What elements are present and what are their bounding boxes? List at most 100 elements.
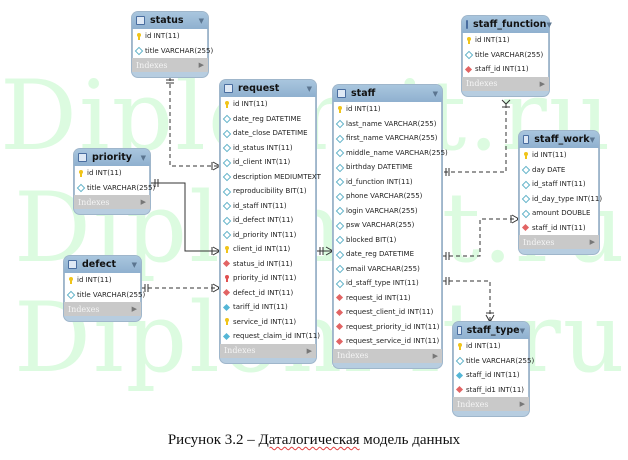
expand-triangle-icon[interactable]: ▶	[589, 238, 595, 246]
column-row[interactable]: client_id INT(11)	[221, 242, 315, 257]
column-row[interactable]: id INT(11)	[334, 102, 441, 117]
expand-triangle-icon[interactable]: ▶	[306, 346, 312, 355]
expand-triangle-icon[interactable]: ▶	[140, 198, 146, 206]
table-header[interactable]: defect▼	[64, 256, 141, 273]
column-row[interactable]: middle_name VARCHAR(255)	[334, 146, 448, 161]
column-row[interactable]: title VARCHAR(255)	[133, 44, 213, 59]
table-header[interactable]: status▼	[132, 12, 208, 29]
expand-triangle-icon[interactable]: ▶	[539, 79, 545, 88]
column-row[interactable]: blocked BIT(1)	[334, 233, 441, 248]
column-row[interactable]: date_close DATETIME	[221, 126, 315, 141]
column-row[interactable]: id INT(11)	[454, 339, 528, 354]
indexes-section[interactable]: Indexes▶	[333, 348, 442, 363]
column-row[interactable]: id INT(11)	[221, 97, 315, 112]
table-status[interactable]: status▼ id INT(11) title VARCHAR(255)Index…	[132, 12, 213, 77]
column-row[interactable]: last_name VARCHAR(255)	[334, 117, 441, 132]
column-list: id INT(11)title VARCHAR(255)staff_id INT…	[462, 33, 549, 77]
foreign-key-diamond-icon	[337, 309, 343, 316]
column-row[interactable]: date_reg DATETIME	[334, 247, 441, 262]
column-row[interactable]: id_staff_type INT(11)	[334, 276, 441, 291]
column-row[interactable]: id INT(11)	[133, 29, 207, 44]
column-label: id INT(11)	[145, 32, 180, 41]
indexes-section[interactable]: Indexes▶	[74, 195, 150, 209]
column-row[interactable]: title VARCHAR(255)	[65, 288, 145, 303]
table-header[interactable]: staff_type▼	[453, 322, 529, 339]
column-row[interactable]: request_client_id INT(11)	[334, 305, 441, 320]
column-row[interactable]: id_day_type INT(11)	[520, 192, 602, 207]
column-row[interactable]: login VARCHAR(255)	[334, 204, 441, 219]
column-row[interactable]: title VARCHAR(255)	[454, 354, 534, 369]
table-staff[interactable]: staff▼id INT(11)last_name VARCHAR(255)fi…	[333, 85, 448, 368]
column-row[interactable]: id INT(11)	[520, 148, 598, 163]
indexes-section[interactable]: Indexes▶	[220, 343, 316, 358]
collapse-triangle-icon[interactable]: ▼	[546, 20, 552, 29]
expand-triangle-icon[interactable]: ▶	[131, 305, 137, 313]
column-row[interactable]: id INT(11)	[463, 33, 548, 48]
column-row[interactable]: phone VARCHAR(255)	[334, 189, 441, 204]
table-header[interactable]: priority▼	[74, 149, 150, 166]
column-label: title VARCHAR(255)	[466, 356, 535, 365]
column-row[interactable]: staff_id1 INT(11)	[454, 383, 528, 398]
collapse-triangle-icon[interactable]: ▼	[589, 135, 595, 144]
table-priority[interactable]: priority▼id INT(11)title VARCHAR(255)Ind…	[74, 149, 155, 214]
column-row[interactable]: id_defect INT(11)	[221, 213, 315, 228]
table-header[interactable]: request▼	[220, 80, 316, 97]
column-row[interactable]: first_name VARCHAR(255)	[334, 131, 441, 146]
primary-key-icon	[68, 276, 74, 284]
table-header[interactable]: staff_function▼	[462, 16, 552, 33]
collapse-triangle-icon[interactable]: ▼	[306, 84, 312, 93]
column-row[interactable]: id_staff INT(11)	[221, 199, 315, 214]
column-row[interactable]: description MEDIUMTEXT	[221, 170, 321, 185]
column-row[interactable]: id INT(11)	[65, 273, 140, 288]
collapse-triangle-icon[interactable]: ▼	[131, 260, 137, 269]
column-row[interactable]: staff_id INT(11)	[454, 368, 528, 383]
indexes-section[interactable]: Indexes▶	[462, 76, 549, 91]
column-row[interactable]: tariff_id INT(11)	[221, 300, 315, 315]
table-defect[interactable]: defect▼id INT(11)title VARCHAR(255)Index…	[64, 256, 145, 321]
column-row[interactable]: amount DOUBLE	[520, 206, 598, 221]
column-row[interactable]: request_service_id INT(11)	[334, 334, 441, 349]
table-header[interactable]: staff▼	[333, 85, 442, 102]
column-row[interactable]: email VARCHAR(255)	[334, 262, 441, 277]
column-row[interactable]: id INT(11)	[75, 166, 149, 181]
column-row[interactable]: request_priority_id INT(11)	[334, 320, 441, 335]
column-row[interactable]: id_status INT(11)	[221, 141, 315, 156]
collapse-triangle-icon[interactable]: ▼	[519, 326, 525, 335]
table-staff-function[interactable]: staff_function▼id INT(11)title VARCHAR(2…	[462, 16, 552, 96]
column-row[interactable]: staff_id INT(11)	[463, 62, 548, 77]
column-row[interactable]: service_id INT(11)	[221, 315, 315, 330]
column-row[interactable]: psw VARCHAR(255)	[334, 218, 441, 233]
collapse-triangle-icon[interactable]: ▼	[198, 16, 204, 25]
column-row[interactable]: status_id INT(11)	[221, 257, 315, 272]
expand-triangle-icon[interactable]: ▶	[519, 400, 525, 408]
column-row[interactable]: request_claim_id INT(11)	[221, 329, 320, 344]
column-row[interactable]: title VARCHAR(255)	[75, 181, 155, 196]
column-row[interactable]: id_client INT(11)	[221, 155, 315, 170]
column-row[interactable]: title VARCHAR(255)	[463, 48, 548, 63]
column-row[interactable]: id_function INT(11)	[334, 175, 441, 190]
column-row[interactable]: staff_id INT(11)	[520, 221, 598, 236]
indexes-section[interactable]: Indexes▶	[519, 235, 599, 249]
table-header[interactable]: staff_work▼	[519, 131, 599, 148]
table-staff-type[interactable]: staff_type▼id INT(11) title VARCHAR(255) s…	[453, 322, 534, 416]
column-row[interactable]: reproducibility BIT(1)	[221, 184, 315, 199]
collapse-triangle-icon[interactable]: ▼	[140, 153, 146, 162]
column-row[interactable]: defect_id INT(11)	[221, 286, 315, 301]
column-row[interactable]: priority_id INT(11)	[221, 271, 315, 286]
indexes-section[interactable]: Indexes▶	[132, 58, 208, 72]
expand-triangle-icon[interactable]: ▶	[432, 351, 438, 360]
column-row[interactable]: day DATE	[520, 163, 598, 178]
primary-key-icon	[136, 32, 142, 40]
collapse-triangle-icon[interactable]: ▼	[432, 89, 438, 98]
column-row[interactable]: date_reg DATETIME	[221, 112, 315, 127]
column-row[interactable]: request_id INT(11)	[334, 291, 441, 306]
column-row[interactable]: id_priority INT(11)	[221, 228, 315, 243]
column-row[interactable]: birthday DATETIME	[334, 160, 441, 175]
expand-triangle-icon[interactable]: ▶	[198, 61, 204, 69]
indexes-section[interactable]: Indexes▶	[64, 302, 141, 316]
column-row[interactable]: id_staff INT(11)	[520, 177, 598, 192]
column-label: request_claim_id INT(11)	[233, 332, 321, 341]
indexes-section[interactable]: Indexes▶	[453, 397, 529, 411]
